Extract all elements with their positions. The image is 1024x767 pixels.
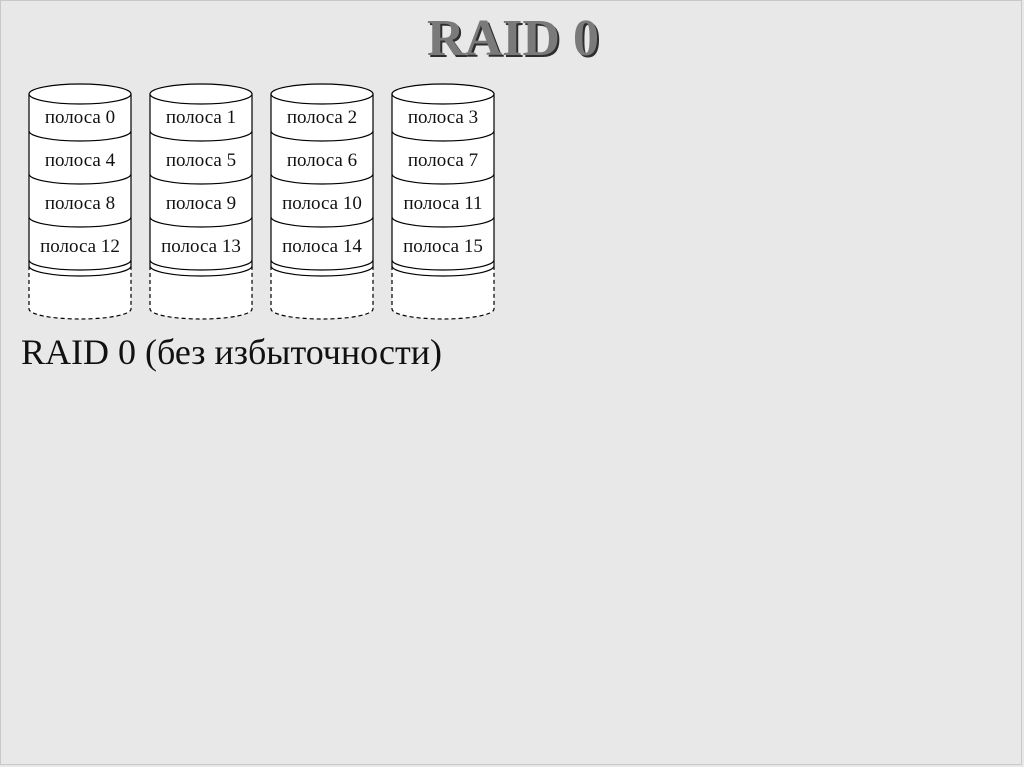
disk-empty-segment [149, 266, 253, 320]
disk-empty-segment [391, 266, 495, 320]
stripe-separator [28, 216, 132, 228]
disk-top [149, 83, 253, 105]
stripe-separator [391, 130, 495, 142]
slide-title: RAID 0 [427, 10, 599, 67]
disk-empty-segment [270, 266, 374, 320]
stripe-separator [149, 173, 253, 185]
disk-top [391, 83, 495, 105]
disk-empty-segment [28, 266, 132, 320]
stripe-separator [270, 173, 374, 185]
disk-top [270, 83, 374, 105]
stripe-label: полоса 1 [166, 107, 236, 128]
disk-3: полоса 3 полоса 7 полоса 11 полоса 15 [391, 83, 495, 320]
stripe-separator [149, 216, 253, 228]
stripe-label: полоса 15 [403, 236, 483, 257]
stripe-separator [270, 216, 374, 228]
stripe-separator [270, 130, 374, 142]
stripe-label: полоса 13 [161, 236, 241, 257]
stripe-separator [391, 173, 495, 185]
stripe-separator [391, 216, 495, 228]
stripe-label: полоса 10 [282, 193, 362, 214]
stripe-separator [28, 259, 132, 271]
stripe-separator [270, 259, 374, 271]
stripe-separator [391, 259, 495, 271]
stripe-label: полоса 7 [408, 150, 478, 171]
stripe-label: полоса 12 [40, 236, 120, 257]
stripe-label: полоса 9 [166, 193, 236, 214]
stripe-label: полоса 8 [45, 193, 115, 214]
disk-1: полоса 1 полоса 5 полоса 9 полоса 13 [149, 83, 253, 320]
stripe-label: полоса 3 [408, 107, 478, 128]
caption: RAID 0 (без избыточности) [21, 332, 443, 372]
stripe-label: полоса 14 [282, 236, 362, 257]
disk-0: полоса 0 полоса 4 полоса 8 полоса 12 [28, 83, 132, 320]
stripe-label: полоса 4 [45, 150, 116, 171]
disk-top [28, 83, 132, 105]
stripe-label: полоса 2 [287, 107, 357, 128]
stripe-label: полоса 6 [287, 150, 357, 171]
stripe-label: полоса 11 [403, 193, 482, 214]
stripe-label: полоса 0 [45, 107, 115, 128]
stripe-label: полоса 5 [166, 150, 236, 171]
stripe-separator [149, 259, 253, 271]
stripe-separator [149, 130, 253, 142]
stripe-separator [28, 173, 132, 185]
disk-2: полоса 2 полоса 6 полоса 10 полоса 14 [270, 83, 374, 320]
stripe-separator [28, 130, 132, 142]
